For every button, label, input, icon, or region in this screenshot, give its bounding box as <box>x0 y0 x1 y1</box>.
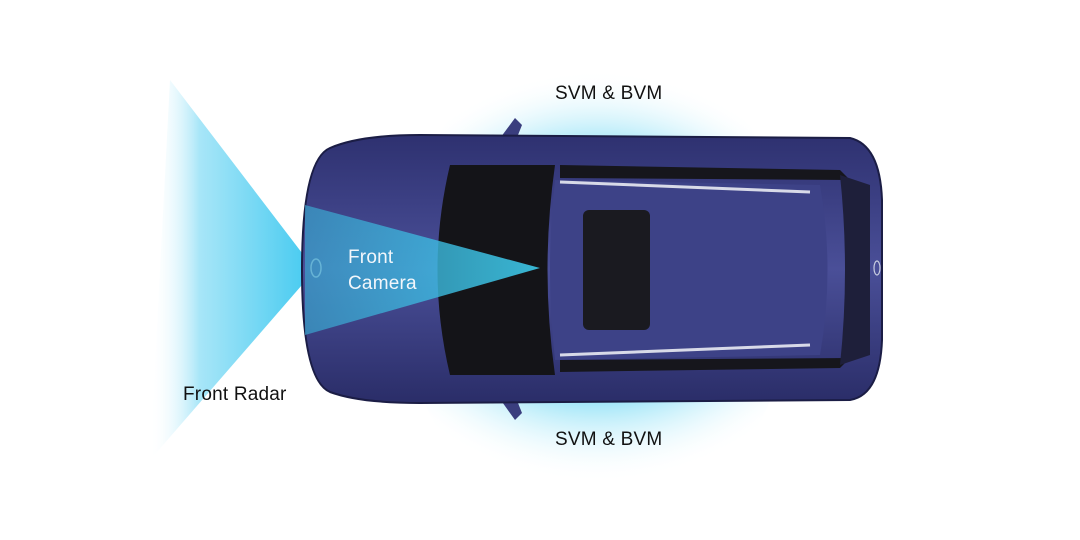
sunroof <box>583 210 650 330</box>
front-radar-field <box>150 80 315 460</box>
front-camera-label-line1: Front <box>348 247 394 268</box>
side-windows-top <box>560 165 850 180</box>
svm-bvm-top-label: SVM & BVM <box>555 83 663 104</box>
front-camera-label: Front Camera <box>348 245 417 297</box>
rear-glass <box>840 175 870 365</box>
roof-rail-bottom <box>559 343 811 357</box>
car-top-view <box>300 118 883 420</box>
front-camera-label-line2: Camera <box>348 273 417 294</box>
roof-rail-top <box>559 180 811 194</box>
svm-bvm-bottom-label: SVM & BVM <box>555 429 663 450</box>
front-radar-label: Front Radar <box>183 384 287 405</box>
rear-logo-icon <box>873 260 881 276</box>
front-camera-field <box>305 205 540 335</box>
side-windows-bottom <box>560 358 850 372</box>
